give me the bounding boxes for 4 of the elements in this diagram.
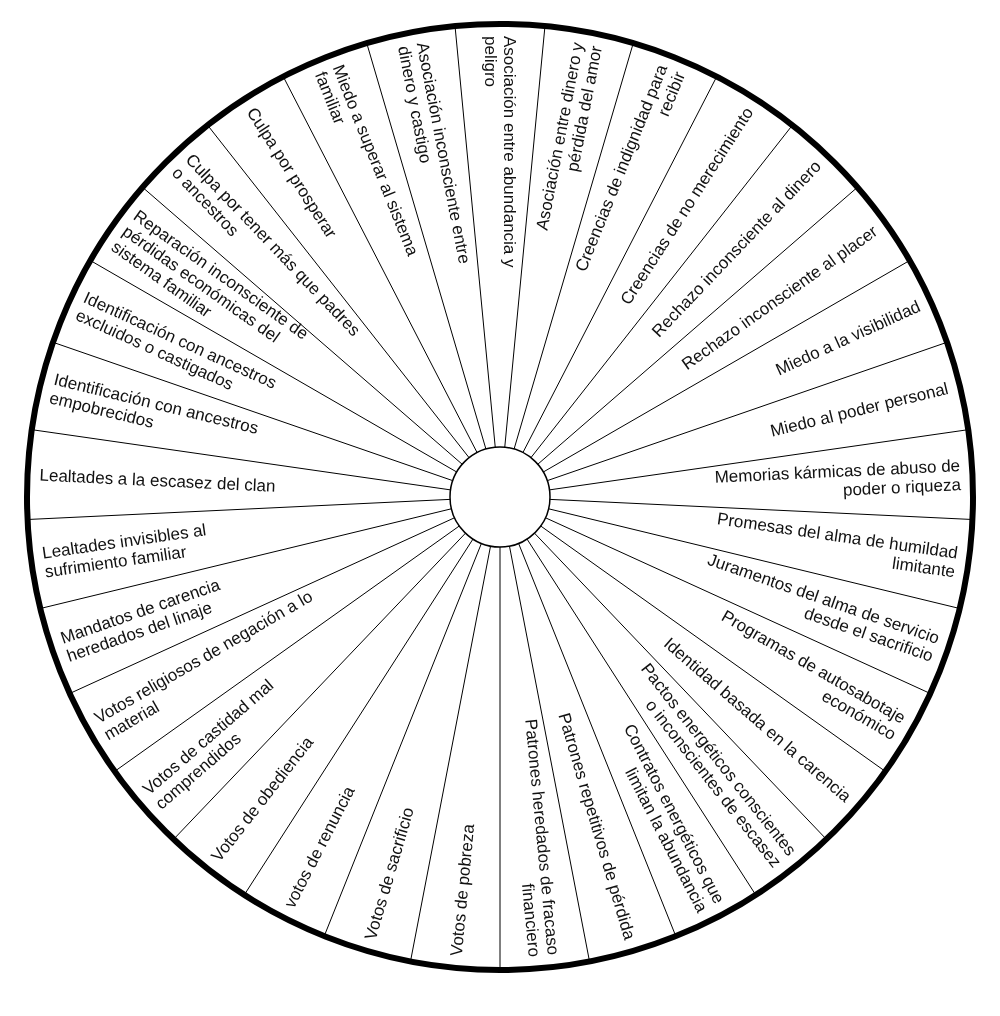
segment-label: Asociación entre abundancia y peligro <box>481 36 519 286</box>
segment-label: Memorias kármicas de abuso de poder o riqueza <box>709 456 962 506</box>
segment-label: Lealtades invisibles al sufrimiento familiar <box>41 508 294 582</box>
segment-label: Lealtades a la escasez del clan <box>39 465 290 497</box>
